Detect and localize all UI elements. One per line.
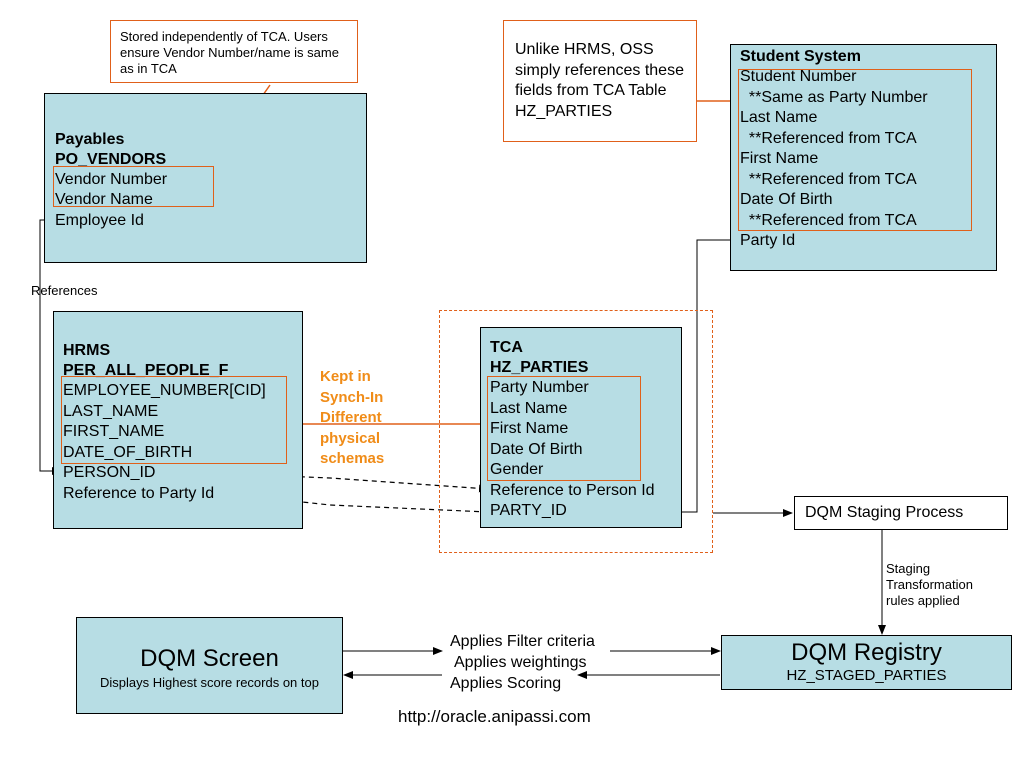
payables-note: Stored independently of TCA. Users ensur… <box>110 20 358 83</box>
student-system-title: Student System <box>740 48 861 65</box>
payables-note-text: Stored independently of TCA. Users ensur… <box>120 29 339 76</box>
payables-table-name: PO_VENDORS <box>55 151 167 168</box>
applies-scoring-label: Applies Scoring <box>450 675 562 692</box>
staging-label-line-3: rules applied <box>886 593 960 608</box>
tca-title: TCA <box>490 339 523 356</box>
student-first-name-field: First Name <box>740 150 819 167</box>
sync-label-line-4: physical <box>320 429 381 447</box>
sync-label-line-2: Synch-In <box>320 388 384 406</box>
oss-note: Unlike HRMS, OSS simply references these… <box>503 20 697 142</box>
staging-label-line-1: Staging <box>886 561 931 576</box>
dqm-screen-subtitle: Displays Highest score records on top <box>100 675 319 690</box>
vendor-fields-highlight <box>53 166 214 207</box>
student-number-note: **Same as Party Number <box>740 89 928 106</box>
tca-last-name-field: Last Name <box>490 400 568 417</box>
tca-fields-highlight <box>487 376 641 481</box>
hrms-table: HRMS PER_ALL_PEOPLE_F EMPLOYEE_NUMBER[CI… <box>53 311 303 529</box>
dqm-registry-subtitle: HZ_STAGED_PARTIES <box>786 667 947 684</box>
references-label: References <box>31 283 98 298</box>
party-number-field: Party Number <box>490 379 589 396</box>
applies-weightings-label: Applies weightings <box>454 654 587 671</box>
party-id-field: PARTY_ID <box>490 502 567 519</box>
student-number-field: Student Number <box>740 68 857 85</box>
student-dob-field: Date Of Birth <box>740 191 833 208</box>
sync-label-line-5: schemas <box>320 450 385 467</box>
student-first-name-note: **Referenced from TCA <box>740 171 917 188</box>
dqm-registry-box: DQM Registry HZ_STAGED_PARTIES <box>721 635 1012 690</box>
hrms-title: HRMS <box>63 342 111 359</box>
sync-label-line-1: Kept in <box>320 368 371 385</box>
tca-table-name: HZ_PARTIES <box>490 359 589 376</box>
payables-title: Payables <box>55 131 125 148</box>
reference-to-party-id-field: Reference to Party Id <box>63 485 215 502</box>
student-last-name-field: Last Name <box>740 109 818 126</box>
hrms-first-name-field: FIRST_NAME <box>63 423 165 440</box>
sync-label: Kept in Synch-In Different physical sche… <box>320 367 384 470</box>
applies-filter-criteria-label: Applies Filter criteria <box>450 633 595 650</box>
payables-table: Payables PO_VENDORS Vendor Number Vendor… <box>44 93 367 263</box>
student-dob-note: **Referenced from TCA <box>740 212 917 229</box>
dqm-registry-title: DQM Registry <box>791 639 942 666</box>
vendor-number-field: Vendor Number <box>55 171 168 188</box>
tca-boundary <box>439 310 713 553</box>
hrms-last-name-field: LAST_NAME <box>63 403 159 420</box>
vendor-name-field: Vendor Name <box>55 191 153 208</box>
student-fields-highlight <box>738 69 972 231</box>
gender-field: Gender <box>490 461 544 478</box>
student-last-name-note: **Referenced from TCA <box>740 130 917 147</box>
sync-label-line-3: Different <box>320 409 382 426</box>
person-id-field: PERSON_ID <box>63 464 156 481</box>
hrms-fields-highlight <box>61 376 287 464</box>
footer-url: http://oracle.anipassi.com <box>398 707 591 726</box>
dqm-staging-process-label: DQM Staging Process <box>805 504 964 521</box>
tca-first-name-field: First Name <box>490 420 569 437</box>
employee-id-field: Employee Id <box>55 212 144 229</box>
hrms-table-name: PER_ALL_PEOPLE_F <box>63 362 229 379</box>
dqm-staging-process-box: DQM Staging Process <box>794 496 1008 530</box>
hrms-dob-field: DATE_OF_BIRTH <box>63 444 193 461</box>
oss-note-text: Unlike HRMS, OSS simply references these… <box>515 41 684 120</box>
dqm-screen-box: DQM Screen Displays Highest score record… <box>76 617 343 714</box>
reference-to-person-id-field: Reference to Person Id <box>490 482 655 499</box>
student-system-table: Student System Student Number **Same as … <box>730 44 997 271</box>
employee-number-field: EMPLOYEE_NUMBER[CID] <box>63 382 266 399</box>
tca-table: TCA HZ_PARTIES Party Number Last Name Fi… <box>480 327 682 528</box>
staging-label: Staging Transformation rules applied <box>886 561 973 609</box>
tca-dob-field: Date Of Birth <box>490 441 583 458</box>
staging-label-line-2: Transformation <box>886 577 973 592</box>
dqm-screen-title: DQM Screen <box>140 645 279 672</box>
student-party-id-field: Party Id <box>740 232 796 249</box>
